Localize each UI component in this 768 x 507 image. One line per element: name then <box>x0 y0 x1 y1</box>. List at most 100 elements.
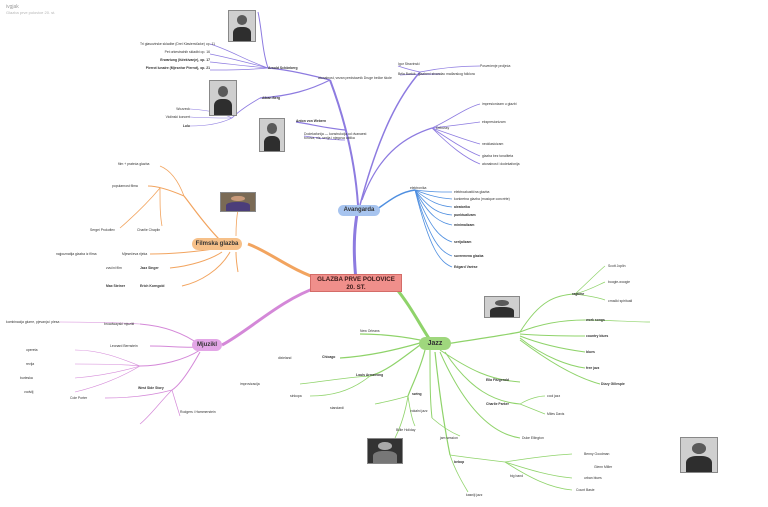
label-blue-item: Edgard Varèse <box>454 265 478 269</box>
label-jazz-item: Chicago <box>322 355 336 359</box>
label-berg-item: Lulu <box>182 124 190 128</box>
label-bartok-desc: glazbeni stvaralac mađarskog folklora <box>418 72 475 76</box>
avant-schoenberg <box>267 67 331 81</box>
central-topic-line2: 20. ST. <box>346 284 366 291</box>
label-jazz-item: dixieland <box>278 356 292 360</box>
label-mjuzikl-item: Cole Porter <box>70 396 88 400</box>
label-berg-item: Violinski koncert <box>165 115 190 119</box>
label-jazz-item: big band <box>510 474 524 478</box>
avant-right <box>359 71 421 206</box>
node-filmska-glazba[interactable]: Filmska glazba <box>192 238 242 250</box>
label-jazz-item: country blues <box>586 334 609 338</box>
label-debussy-item: atonalnost i dodekafonija <box>482 162 520 166</box>
label-schoenberg: Arnold Schönberg <box>268 66 298 70</box>
app-subtitle: Glazba prve polovice 20. st. <box>6 10 56 15</box>
label-skola: atonalnost, vezan predstavnik Druge bečk… <box>318 76 392 80</box>
avant-trunk <box>329 79 359 206</box>
label-mjuzikl-item: revija <box>26 362 35 366</box>
label-jazz-item: sinkopa <box>290 394 302 398</box>
node-jazz[interactable]: Jazz <box>419 337 451 350</box>
blue-trunk <box>375 189 416 211</box>
label-mjuzikl-item: broadwayski mjuzikl <box>104 322 135 326</box>
label-jazz-item: Glenn Miller <box>594 465 613 469</box>
label-jazz-item: bebop <box>454 460 465 464</box>
label-jazz-item: Benny Goodman <box>584 452 610 456</box>
label-film-item: najpoznatija glazba iz filma <box>56 252 97 256</box>
label-jazz-item: Count Basie <box>576 488 595 492</box>
label-stravinski: Igor Stravinski <box>398 62 420 66</box>
label-film-item: Mjesečeva rijeka <box>122 252 148 256</box>
label-jazz-item: New Orleans <box>360 329 380 333</box>
branch-mjuzikl <box>221 285 319 347</box>
label-berg-item: Wozzeck <box>176 107 190 111</box>
label-jazz-item: Dizzy Gillespie <box>601 382 625 386</box>
branch-jazz <box>393 286 432 341</box>
photo-webern <box>259 118 285 152</box>
photo-goodman <box>680 437 718 473</box>
node-avangarda[interactable]: Avangarda <box>338 205 380 216</box>
label-jazz-item: Scott Joplin <box>608 264 626 268</box>
label-mjuzikl-item: West Side Story <box>138 386 164 390</box>
label-webern-desc: Dodekafonija — konstrukcija od dvanaest … <box>304 132 367 141</box>
label-mjuzikl-item: kombinacija glume, pjevanja i plesa <box>6 320 60 324</box>
label-blue-item: elektroakustična glazba <box>454 190 490 194</box>
label-jazz-item: Billie Holiday <box>396 428 416 432</box>
label-film-item: Erich Korngold <box>140 284 165 288</box>
label-film-item: popularnost filma <box>112 184 138 188</box>
node-mjuzikl[interactable]: Mjuzikl <box>192 339 222 351</box>
label-mjuzikl-item: Rodgers i Hammerstein <box>180 410 216 414</box>
label-blue-item: punktualizam <box>454 213 476 217</box>
label-blue-item: minimalizam <box>454 223 475 227</box>
photo-schoenberg <box>228 10 256 42</box>
label-blue-item: suvremena glazba <box>454 254 484 258</box>
label-film-item: zvučni film <box>106 266 122 270</box>
label-blue-item: serijalizam <box>454 240 472 244</box>
avant-berg <box>259 79 331 99</box>
label-schoenberg-item: Tri glasovirske skladbe (Drei Klavierstü… <box>140 42 215 46</box>
label-jazz-item: blues <box>586 350 595 354</box>
label-jazz-item: Ella Fitzgerald <box>486 378 509 382</box>
branch-avant <box>352 207 360 281</box>
label-jazz-item: urban blues <box>584 476 602 480</box>
label-jazz-item: work songs <box>586 318 605 322</box>
avant-webern <box>295 121 346 131</box>
label-jazz-item: kasniji jazz <box>466 493 483 497</box>
label-jazz-item: ragtime <box>572 292 585 296</box>
central-topic-line1: GLAZBA PRVE POLOVICE <box>317 276 395 283</box>
label-schoenberg-item: Pierrot lunaire (Mjesečar Pierrot), op. … <box>145 66 210 70</box>
label-jazz-item: standardi <box>330 406 344 410</box>
label-jazz-item: boogie-woogie <box>608 280 631 284</box>
label-film-item: Charlie Chaplin <box>137 228 161 232</box>
label-blue-item: aleatorika <box>454 205 470 209</box>
label-bartok: Béla Bartók <box>398 72 416 76</box>
label-schoenberg-item: Erwartung (Iščekivanje), op. 17 <box>160 58 210 62</box>
label-debussy-item: ekspresionizam <box>482 120 506 124</box>
label-stravinski-item: Posvećenje proljeća <box>480 64 511 68</box>
label-mjuzikl-item: Leonard Bernstein <box>110 344 138 348</box>
label-debussy-item: glazba bez tonaliteta <box>482 154 514 158</box>
app-title: ivgjak <box>6 4 19 10</box>
avant-schoenberg-up <box>257 11 269 69</box>
photo-film-scene <box>220 192 256 212</box>
label-debussy: Debussy <box>436 126 450 130</box>
photo-jazz-band <box>484 296 520 318</box>
label-film-item: Jazz Singer <box>140 266 159 270</box>
label-mjuzikl-item: vodvilj <box>24 390 34 394</box>
label-mjuzikl-item: burleska <box>20 376 33 380</box>
label-debussy-item: impresionizam u glazbi <box>482 102 517 106</box>
label-jazz-item: cool jazz <box>547 394 561 398</box>
photo-berg <box>209 80 237 116</box>
label-jazz-item: improvizacija <box>240 382 260 386</box>
label-jazz-item: swing <box>412 392 422 396</box>
label-jazz-item: Duke Ellington <box>522 436 544 440</box>
label-jazz-item: free jazz <box>586 366 600 370</box>
photo-jazz-singer <box>367 438 403 464</box>
label-film-item: Sergei Prokofiev <box>90 228 115 232</box>
label-berg: Alban Berg <box>262 96 281 100</box>
label-blue-item: konkretna glazba (musique concrète) <box>454 197 510 201</box>
central-topic[interactable]: GLAZBA PRVE POLOVICE 20. ST. <box>310 274 402 292</box>
label-jazz-item: Louis Armstrong <box>356 373 384 377</box>
label-webern: Anton von Webern <box>296 119 327 123</box>
label-schoenberg-item: Pet orkestralnih skladbi op. 16 <box>164 50 210 54</box>
